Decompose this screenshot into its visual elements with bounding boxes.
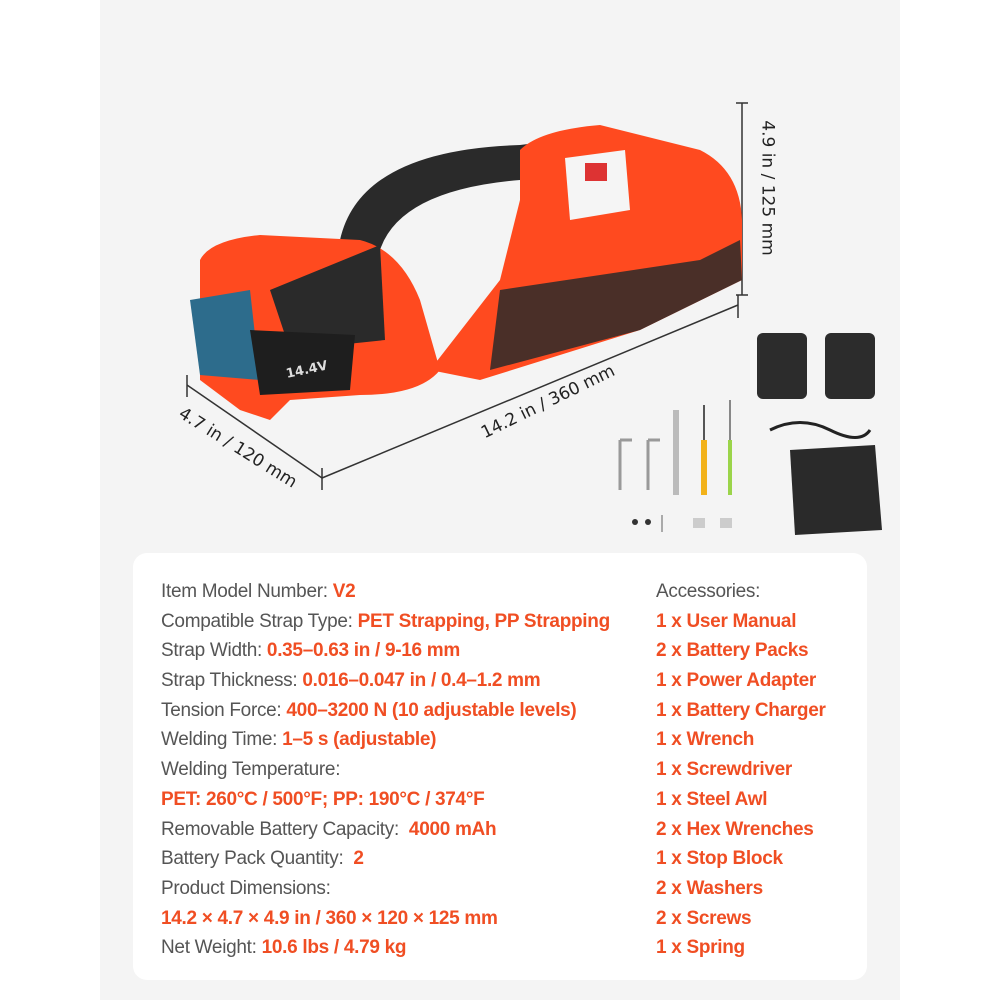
spec-row: Welding Temperature:	[161, 755, 610, 785]
spec-label: Removable Battery Capacity:	[161, 818, 409, 840]
spec-value: 2	[353, 848, 364, 870]
spec-label: Welding Time:	[161, 729, 283, 751]
accessory-item: 2 x Battery Packs	[656, 640, 809, 662]
accessory-item: 1 x Battery Charger	[656, 699, 826, 721]
spec-label: Item Model Number:	[161, 581, 333, 602]
spec-label: Welding Temperature:	[161, 759, 341, 781]
spec-value: V2	[332, 581, 356, 602]
spec-value: 10.6 lbs / 4.79 kg	[261, 937, 407, 959]
strapping-tool: 14.4V	[190, 125, 742, 420]
spec-label: Product Dimensions:	[161, 877, 331, 899]
spec-row: Product Dimensions:	[161, 874, 610, 904]
spec-row: Compatible Strap Type: PET Strapping, PP…	[161, 607, 610, 637]
spec-row: Removable Battery Capacity: 4000 mAh	[161, 815, 610, 845]
display-icon	[585, 163, 607, 181]
accessory-item: 1 x Steel Awl	[656, 788, 768, 810]
spec-label: Strap Thickness:	[161, 670, 303, 692]
spec-row: Strap Thickness: 0.016–0.047 in / 0.4–1.…	[161, 666, 610, 696]
spec-value: 4000 mAh	[408, 818, 497, 840]
spec-label: Strap Width:	[161, 640, 267, 662]
spec-row: Strap Width: 0.35–0.63 in / 9-16 mm	[161, 636, 610, 666]
accessory-batteries	[757, 333, 875, 399]
spec-row: PET: 260°C / 500°F; PP: 190°C / 374°F	[161, 785, 610, 815]
product-illustration: 14.4V	[186, 102, 882, 535]
accessory-item: 1 x Stop Block	[656, 848, 783, 870]
spec-value: PET Strapping, PP Strapping	[357, 610, 611, 632]
spec-row: Tension Force: 400–3200 N (10 adjustable…	[161, 696, 610, 726]
accessories-title: Accessories:	[656, 581, 761, 602]
spec-label: Tension Force:	[161, 699, 287, 721]
spec-row: Net Weight: 10.6 lbs / 4.79 kg	[161, 933, 610, 963]
height-dimension-label: 4.9 in / 125 mm	[757, 120, 778, 256]
accessory-item: 2 x Screws	[656, 907, 752, 929]
accessory-tools	[618, 400, 732, 532]
accessory-item: 1 x Screwdriver	[656, 759, 792, 781]
accessory-charger	[769, 421, 882, 535]
spec-row: Battery Pack Quantity: 2	[161, 844, 610, 874]
accessory-item: 1 x Spring	[656, 937, 745, 959]
spec-value: 0.35–0.63 in / 9-16 mm	[266, 640, 460, 662]
accessory-item: 2 x Hex Wrenches	[656, 818, 814, 840]
spec-list: Item Model Number: V2 Compatible Strap T…	[161, 577, 610, 963]
accessory-item: 1 x Wrench	[656, 729, 755, 751]
spec-row: Welding Time: 1–5 s (adjustable)	[161, 725, 610, 755]
accessory-item: 1 x User Manual	[656, 610, 797, 632]
spec-row: Item Model Number: V2	[161, 577, 610, 607]
spec-value: PET: 260°C / 500°F; PP: 190°C / 374°F	[161, 788, 485, 810]
accessory-item: 1 x Power Adapter	[656, 670, 816, 692]
spec-row: 14.2 × 4.7 × 4.9 in / 360 × 120 × 125 mm	[161, 904, 610, 934]
spec-value: 1–5 s (adjustable)	[282, 729, 437, 751]
spec-value: 400–3200 N (10 adjustable levels)	[286, 699, 577, 721]
accessories-list: Accessories: 1 x User Manual 2 x Battery…	[656, 577, 826, 963]
spec-value: 0.016–0.047 in / 0.4–1.2 mm	[302, 670, 541, 692]
spec-label: Net Weight:	[161, 937, 262, 959]
spec-value: 14.2 × 4.7 × 4.9 in / 360 × 120 × 125 mm	[161, 907, 498, 929]
spec-card: Item Model Number: V2 Compatible Strap T…	[133, 553, 867, 980]
spec-label: Compatible Strap Type:	[161, 610, 358, 632]
spec-label: Battery Pack Quantity:	[161, 848, 354, 870]
accessory-item: 2 x Washers	[656, 877, 763, 899]
